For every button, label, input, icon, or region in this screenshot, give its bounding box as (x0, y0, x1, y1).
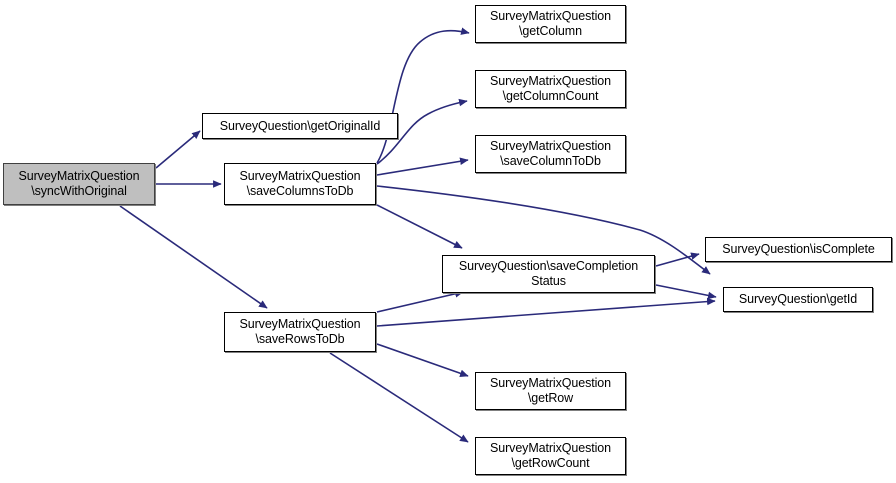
node-syncWithOriginal[interactable]: SurveyMatrixQuestion \syncWithOriginal (3, 163, 155, 205)
edge-saveCompletionStatus-getId (655, 284, 717, 300)
node-label: SurveyMatrixQuestion \saveRowsToDb (239, 317, 361, 346)
edge-saveColumnsToDb-getColumn (376, 27, 470, 164)
edge-saveCompletionStatus-isComplete (655, 252, 700, 267)
node-saveCompletionStatus[interactable]: SurveyQuestion\saveCompletion Status (442, 255, 655, 293)
node-saveColumnsToDb[interactable]: SurveyMatrixQuestion \saveColumnsToDb (224, 163, 376, 205)
node-label: SurveyMatrixQuestion \getRowCount (490, 441, 611, 470)
node-label: SurveyMatrixQuestion \saveColumnToDb (490, 139, 611, 168)
edge-saveRowsToDb-getRow (376, 343, 469, 377)
node-isComplete[interactable]: SurveyQuestion\isComplete (705, 237, 892, 262)
node-saveColumnToDb[interactable]: SurveyMatrixQuestion \saveColumnToDb (475, 135, 626, 173)
node-saveRowsToDb[interactable]: SurveyMatrixQuestion \saveRowsToDb (224, 312, 376, 352)
node-getColumn[interactable]: SurveyMatrixQuestion \getColumn (475, 5, 626, 43)
node-getRowCount[interactable]: SurveyMatrixQuestion \getRowCount (475, 437, 626, 475)
node-label: SurveyMatrixQuestion \saveColumnsToDb (239, 169, 361, 198)
edge-saveRowsToDb-getId (376, 297, 716, 327)
node-label: SurveyMatrixQuestion \getColumn (490, 9, 611, 38)
edge-syncWithOriginal-saveRowsToDb (119, 205, 268, 309)
node-getOriginalId[interactable]: SurveyQuestion\getOriginalId (202, 113, 398, 139)
edge-saveColumnsToDb-saveCompletionStatus (376, 204, 463, 249)
edge-saveRowsToDb-saveCompletionStatus (376, 290, 464, 313)
node-label: SurveyQuestion\getOriginalId (219, 118, 381, 133)
edge-saveColumnsToDb-saveColumnToDb (376, 157, 469, 176)
node-label: SurveyQuestion\isComplete (722, 242, 875, 256)
node-label: SurveyMatrixQuestion \getColumnCount (490, 74, 611, 103)
edge-saveRowsToDb-getRowCount (329, 352, 469, 443)
node-getRow[interactable]: SurveyMatrixQuestion \getRow (475, 372, 626, 410)
node-label: SurveyQuestion\saveCompletion Status (458, 259, 639, 288)
node-getColumnCount[interactable]: SurveyMatrixQuestion \getColumnCount (475, 70, 626, 108)
node-getId[interactable]: SurveyQuestion\getId (723, 287, 873, 312)
node-label: SurveyMatrixQuestion \getRow (490, 376, 611, 405)
edge-syncWithOriginal-getOriginalId (155, 130, 201, 169)
node-label: SurveyMatrixQuestion \syncWithOriginal (18, 169, 140, 198)
node-label: SurveyQuestion\getId (738, 292, 858, 306)
